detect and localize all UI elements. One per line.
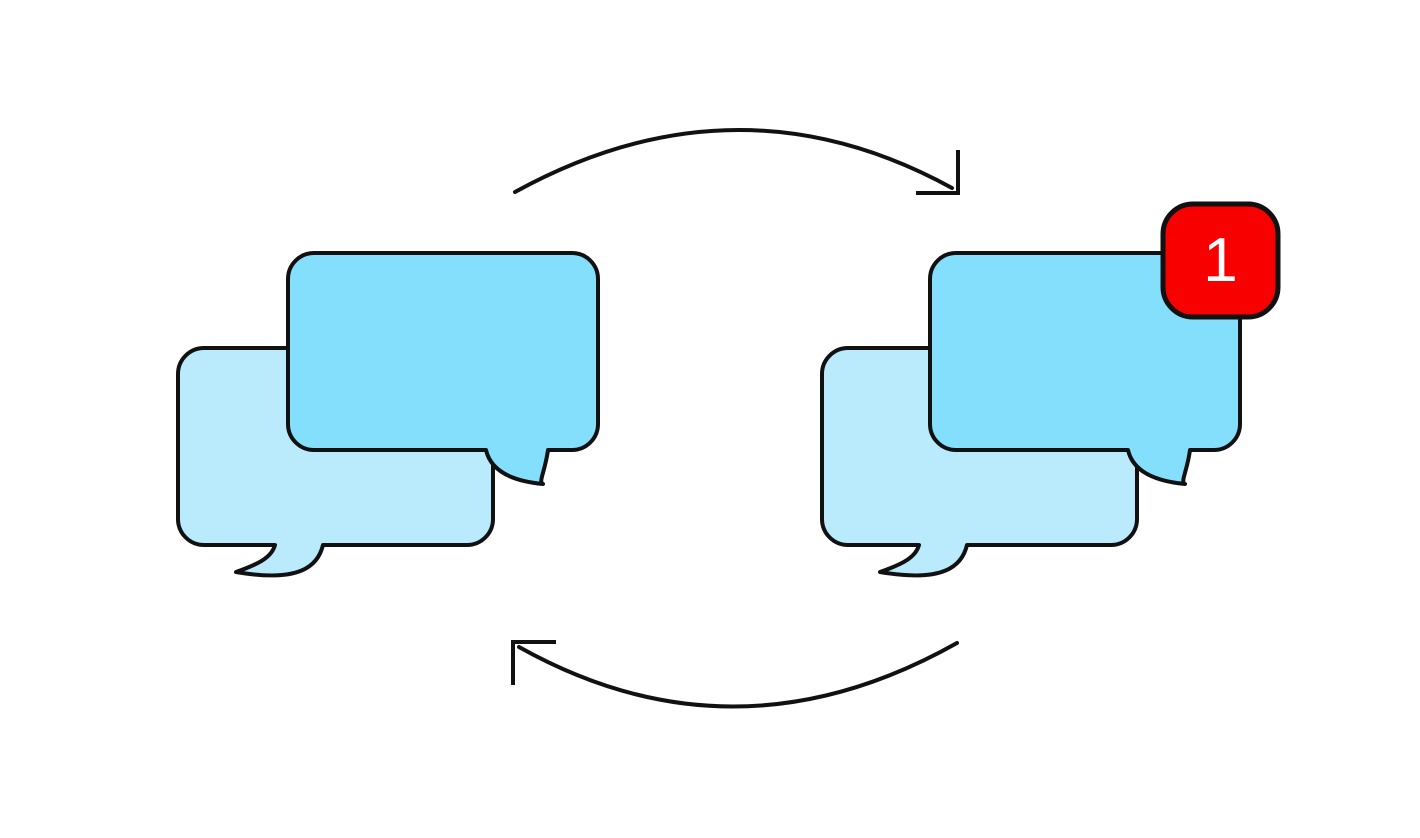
top-arrow [513,128,960,195]
top-arrow-arc [513,128,954,194]
bottom-arrow [511,640,959,709]
unread-badge[interactable] [1160,201,1281,320]
top-arrow-head [916,150,960,195]
bottom-arrow-head [511,640,556,685]
left-front-bubble[interactable] [286,251,600,486]
bottom-arrow-arc [517,641,959,709]
left-chat-bubbles[interactable] [176,251,600,578]
right-chat-bubbles[interactable] [820,201,1281,578]
